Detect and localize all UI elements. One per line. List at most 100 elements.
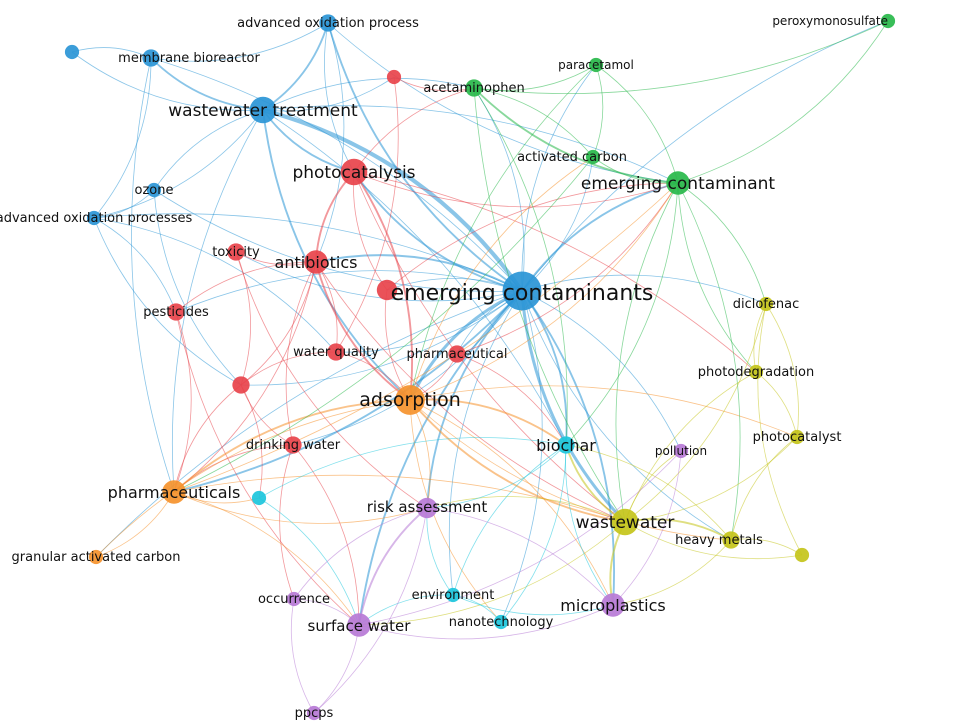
node-pharmaceutical[interactable] bbox=[448, 345, 466, 363]
edge-pesticides-surface-water bbox=[175, 311, 360, 626]
node-red-unlabeled-a[interactable] bbox=[232, 376, 250, 394]
node-acetaminophen[interactable] bbox=[465, 79, 483, 97]
node-pollution[interactable] bbox=[673, 443, 689, 459]
edge-toxicity-risk-assessment bbox=[235, 251, 428, 509]
node-occurrence[interactable] bbox=[286, 591, 302, 607]
node-red-unlabeled-b[interactable] bbox=[376, 279, 398, 301]
node-wastewater-treatment[interactable] bbox=[249, 96, 277, 124]
edge-acetaminophen-activated-carbon bbox=[473, 87, 594, 158]
node-peroxymonosulfate[interactable] bbox=[880, 13, 896, 29]
edge-biochar-environment bbox=[452, 444, 567, 596]
edge-wastewater-treatment-pharmaceuticals bbox=[172, 109, 264, 493]
edge-microplastics-surface-water bbox=[358, 604, 614, 640]
edge-adsorption-microplastics bbox=[409, 399, 614, 606]
node-granular-activated-carbon[interactable] bbox=[88, 549, 104, 565]
label-wastewater: wastewater bbox=[576, 513, 675, 533]
label-nanotechnology: nanotechnology bbox=[449, 615, 554, 630]
edge-red-unlabeled-b-emerging-contaminant bbox=[386, 182, 679, 291]
edge-red-unlabeled-a-cyan-unlabeled bbox=[240, 384, 263, 499]
node-biochar[interactable] bbox=[557, 436, 575, 454]
node-ozone[interactable] bbox=[146, 182, 162, 198]
label-membrane-bioreactor: membrane bioreactor bbox=[118, 51, 260, 66]
label-adsorption: adsorption bbox=[359, 389, 461, 411]
node-heavy-metals[interactable] bbox=[722, 531, 740, 549]
node-red-unlabeled-c[interactable] bbox=[386, 69, 402, 85]
node-photodegradation[interactable] bbox=[748, 364, 764, 380]
edge-emerging-contaminants-wastewater bbox=[520, 290, 627, 524]
edge-adsorption-nanotechnology bbox=[409, 399, 502, 623]
edge-antibiotics-pharmaceuticals bbox=[173, 261, 317, 493]
edge-biochar-cyan-unlabeled bbox=[258, 437, 567, 499]
edge-wastewater-treatment-emerging-contaminant bbox=[262, 105, 679, 184]
edges-layer bbox=[71, 20, 889, 714]
node-adsorption[interactable] bbox=[395, 385, 425, 415]
label-paracetamol: paracetamol bbox=[558, 58, 634, 72]
edge-heavy-metals-microplastics bbox=[612, 539, 732, 606]
node-microplastics[interactable] bbox=[601, 593, 625, 617]
label-activated-carbon: activated carbon bbox=[517, 150, 627, 165]
edge-risk-assessment-surface-water bbox=[358, 507, 428, 626]
node-cyan-unlabeled[interactable] bbox=[251, 490, 267, 506]
edge-adsorption-pharmaceuticals bbox=[173, 399, 411, 493]
node-yellow-unlabeled[interactable] bbox=[794, 547, 810, 563]
label-ozone: ozone bbox=[135, 183, 174, 198]
node-photocatalysis[interactable] bbox=[340, 158, 368, 186]
node-activated-carbon[interactable] bbox=[585, 149, 601, 165]
node-pharmaceuticals[interactable] bbox=[162, 480, 186, 504]
node-nanotechnology[interactable] bbox=[493, 614, 509, 630]
label-emerging-contaminant: emerging contaminant bbox=[581, 174, 776, 194]
label-heavy-metals: heavy metals bbox=[675, 533, 763, 548]
node-surface-water[interactable] bbox=[347, 613, 371, 637]
edge-wastewater-surface-water bbox=[358, 521, 626, 626]
edge-biochar-risk-assessment bbox=[426, 444, 567, 509]
edge-emerging-contaminants-granular-activated-carbon bbox=[95, 290, 523, 558]
label-photocatalyst: photocatalyst bbox=[753, 430, 842, 445]
edge-risk-assessment-ppcps bbox=[313, 507, 428, 714]
label-drinking-water: drinking water bbox=[246, 438, 341, 453]
edge-adsorption-wastewater bbox=[409, 399, 626, 523]
label-pharmaceuticals: pharmaceuticals bbox=[108, 483, 241, 502]
edge-emerging-contaminants-antibiotics bbox=[315, 254, 523, 292]
node-environment[interactable] bbox=[445, 587, 461, 603]
node-antibiotics[interactable] bbox=[304, 250, 328, 274]
node-advanced-oxidation-processes[interactable] bbox=[86, 210, 102, 226]
edge-adsorption-risk-assessment bbox=[409, 399, 431, 509]
edge-adsorption-biochar bbox=[409, 398, 567, 446]
edge-pharmaceutical-biochar bbox=[456, 353, 567, 446]
edge-photocatalysis-acetaminophen bbox=[353, 87, 475, 173]
edge-pesticides-pharmaceuticals bbox=[173, 311, 192, 493]
edge-antibiotics-adsorption bbox=[315, 261, 411, 401]
node-emerging-contaminants[interactable] bbox=[502, 271, 542, 311]
node-risk-assessment[interactable] bbox=[416, 497, 438, 519]
edge-drinking-water-surface-water bbox=[292, 444, 360, 626]
node-advanced-oxidation-process[interactable] bbox=[319, 14, 337, 32]
node-membrane-bioreactor[interactable] bbox=[142, 49, 160, 67]
node-diclofenac[interactable] bbox=[758, 296, 774, 312]
node-photocatalyst[interactable] bbox=[789, 429, 805, 445]
edge-emerging-contaminants-pharmaceuticals bbox=[173, 290, 523, 493]
label-ppcps: ppcps bbox=[295, 706, 334, 721]
edge-emerging-contaminants-toxicity bbox=[235, 251, 523, 302]
node-blue-unlabeled[interactable] bbox=[64, 44, 80, 60]
edge-environment-microplastics bbox=[452, 594, 614, 616]
label-environment: environment bbox=[412, 588, 495, 603]
node-wastewater[interactable] bbox=[611, 508, 639, 536]
edge-photocatalysis-adsorption bbox=[353, 171, 413, 401]
edge-antibiotics-wastewater bbox=[315, 261, 626, 523]
nodes-layer bbox=[64, 13, 896, 721]
edge-photocatalysis-photodegradation bbox=[353, 171, 757, 373]
label-acetaminophen: acetaminophen bbox=[423, 81, 524, 96]
node-paracetamol[interactable] bbox=[588, 57, 604, 73]
node-emerging-contaminant[interactable] bbox=[666, 171, 690, 195]
node-toxicity[interactable] bbox=[227, 243, 245, 261]
edge-wastewater-treatment-ozone bbox=[153, 109, 264, 191]
node-pesticides[interactable] bbox=[167, 303, 185, 321]
edge-acetaminophen-wastewater bbox=[473, 87, 626, 523]
node-ppcps[interactable] bbox=[306, 705, 322, 721]
node-water-quality[interactable] bbox=[327, 343, 345, 361]
edge-heavy-metals-biochar bbox=[565, 444, 732, 541]
edge-drinking-water-occurrence bbox=[279, 444, 295, 600]
node-drinking-water[interactable] bbox=[284, 436, 302, 454]
edge-advanced-oxidation-process-membrane-bioreactor bbox=[150, 22, 329, 62]
edge-wastewater-treatment-biochar bbox=[262, 109, 567, 446]
